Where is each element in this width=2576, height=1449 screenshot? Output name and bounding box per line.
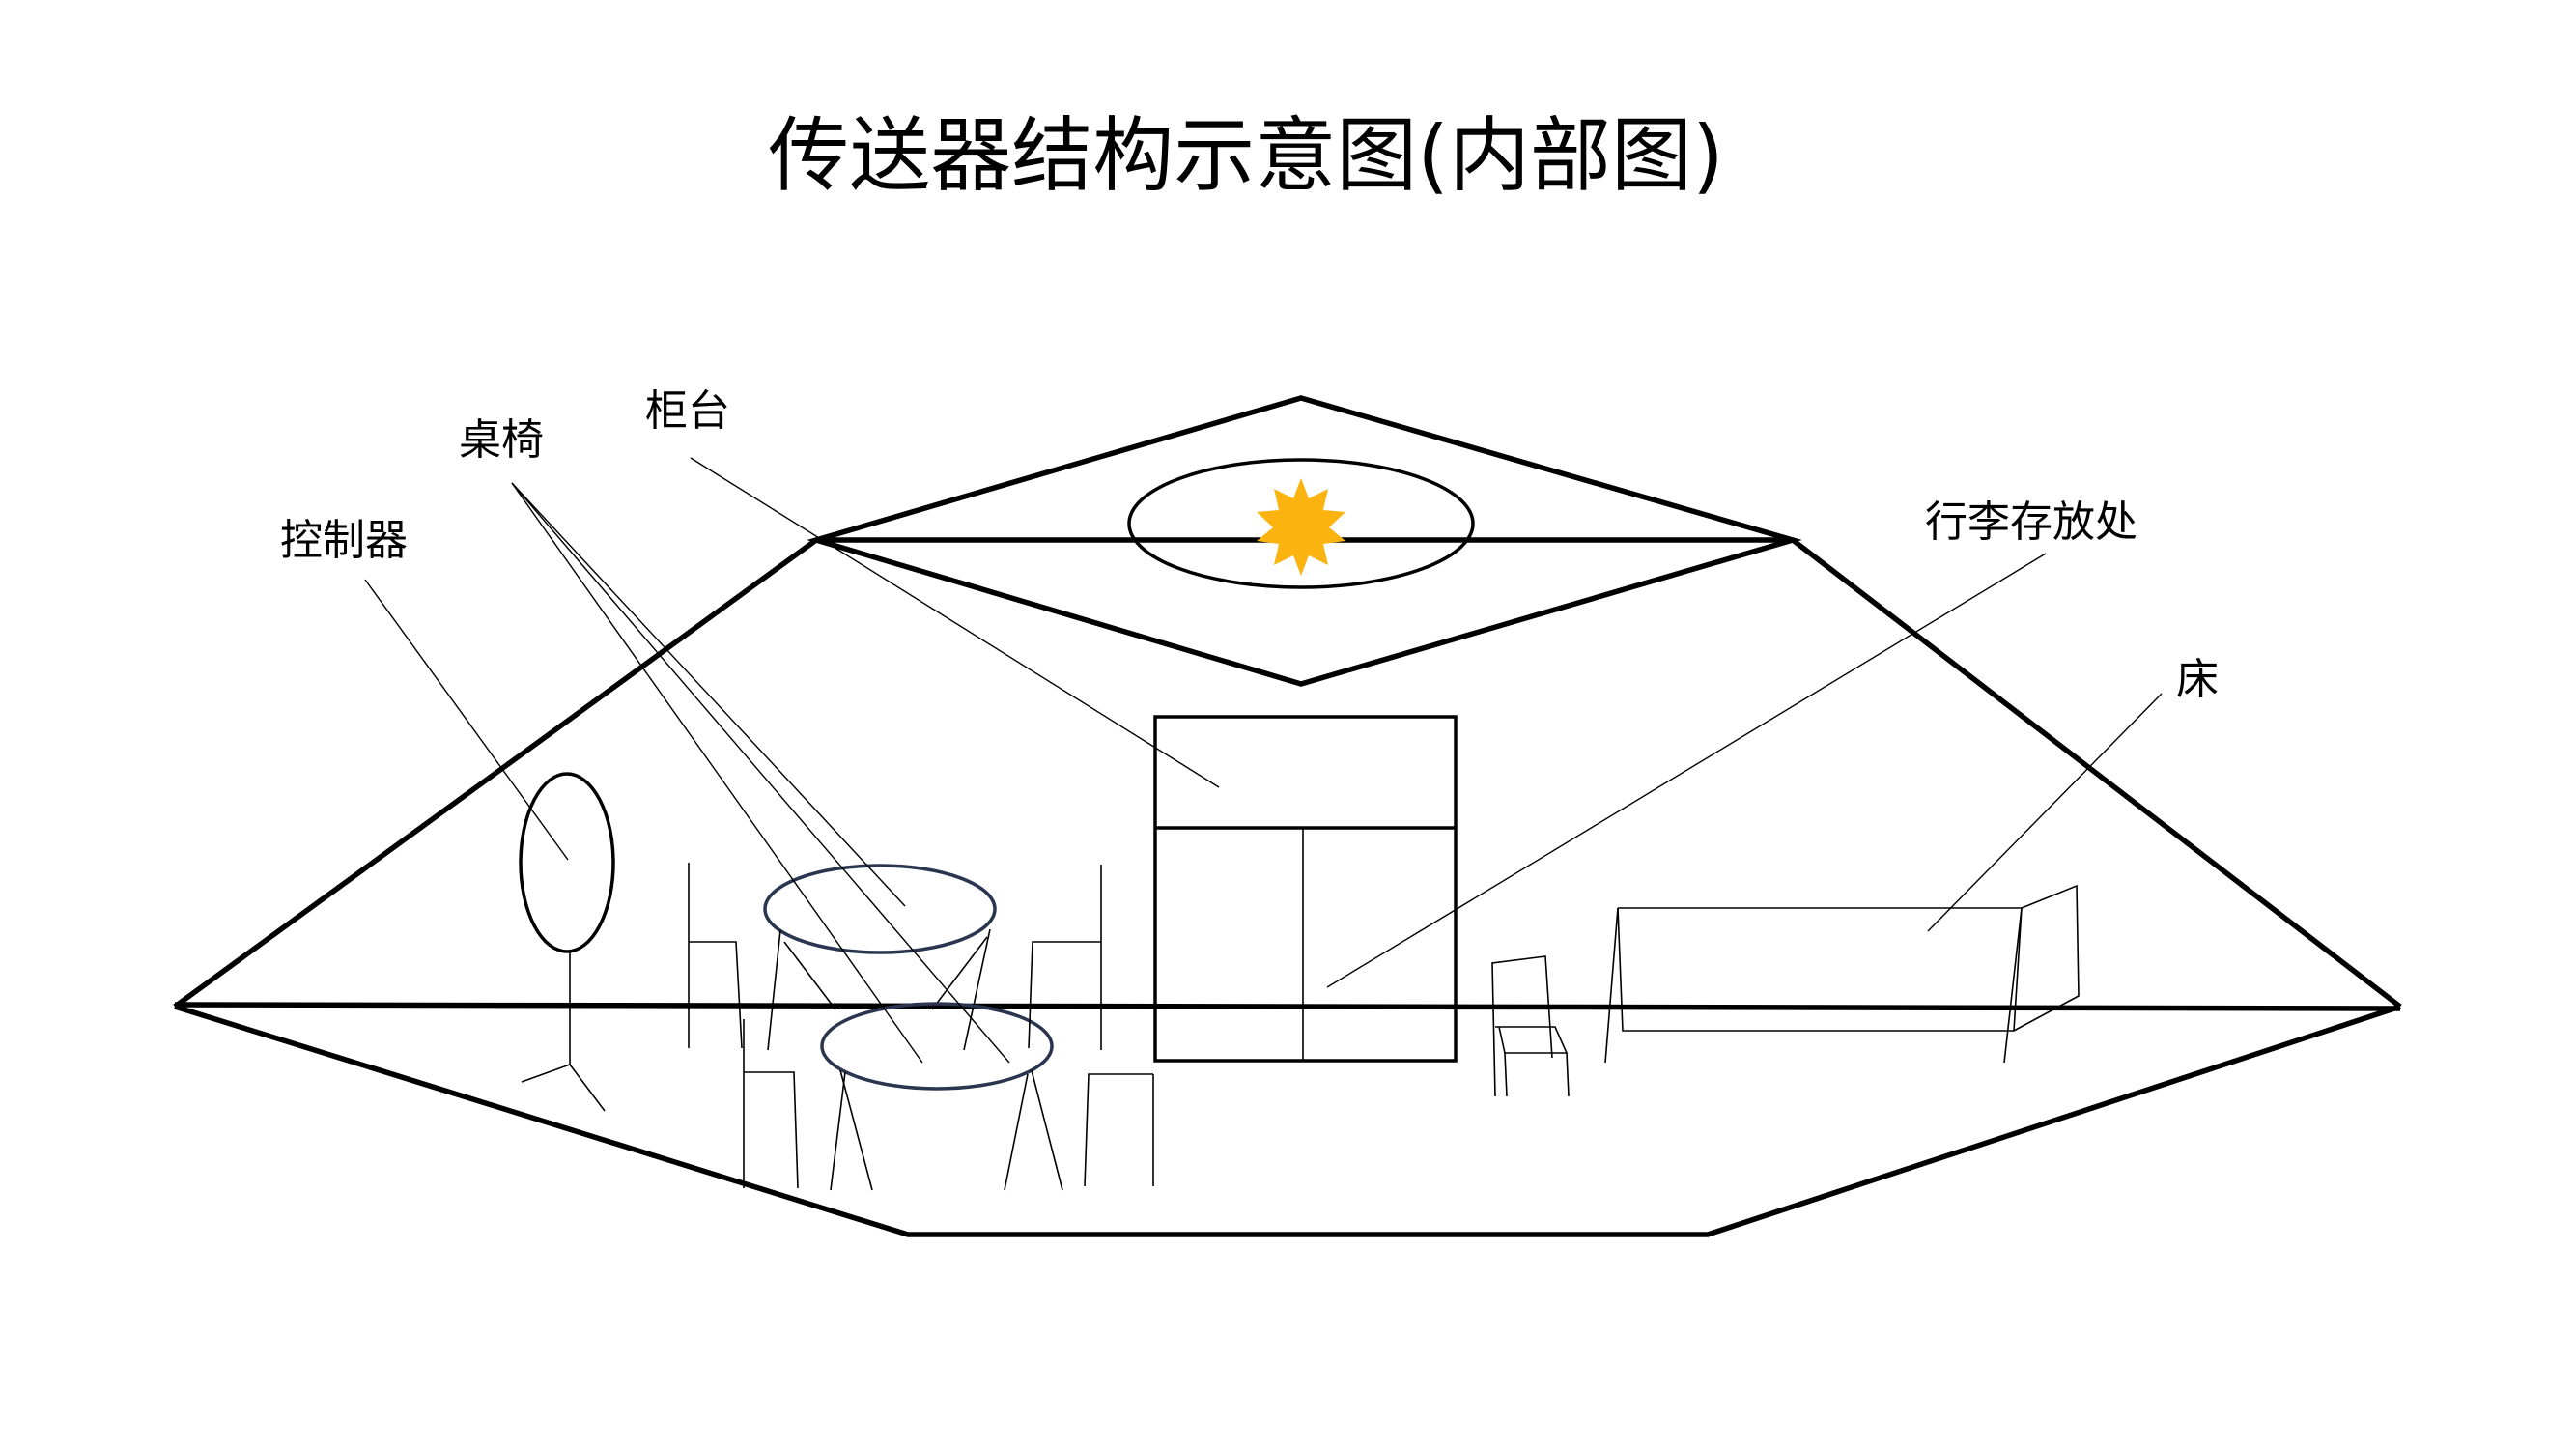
bed: [1604, 884, 2080, 1064]
leader-table-chairs-3: [511, 482, 1010, 1064]
table-back: [763, 864, 997, 1051]
counter-cabinet: [1153, 715, 1458, 1063]
leader-table-chairs-1: [511, 482, 906, 907]
chair-right-back: [1028, 865, 1102, 1050]
chair-right-front: [1084, 1073, 1154, 1187]
table-front: [820, 1002, 1063, 1191]
sun-icon: [1257, 478, 1345, 576]
lower-hull-outline: [174, 1004, 2401, 1237]
skylight: [1127, 458, 1475, 589]
label-counter: 柜台: [645, 386, 730, 436]
leader-bed: [1927, 693, 2163, 932]
leader-table-chairs-2: [511, 482, 923, 1064]
leader-counter: [690, 457, 1220, 788]
label-controller: 控制器: [280, 516, 408, 565]
leader-controller: [364, 579, 569, 861]
label-luggage: 行李存放处: [1925, 497, 2137, 547]
controller: [519, 772, 615, 1112]
label-table-chairs: 桌椅: [459, 415, 544, 465]
roof-hatch: [807, 395, 1802, 687]
upper-hull-outline: [173, 537, 2402, 1009]
chair-left-front: [743, 1019, 799, 1189]
chair-left-back: [688, 863, 743, 1049]
leader-luggage: [1326, 553, 2047, 988]
luggage-chair: [1491, 955, 1570, 1097]
floor-line: [174, 1002, 2401, 1011]
page-title: 传送器结构示意图(内部图): [768, 108, 1724, 203]
label-bed: 床: [2176, 655, 2219, 704]
